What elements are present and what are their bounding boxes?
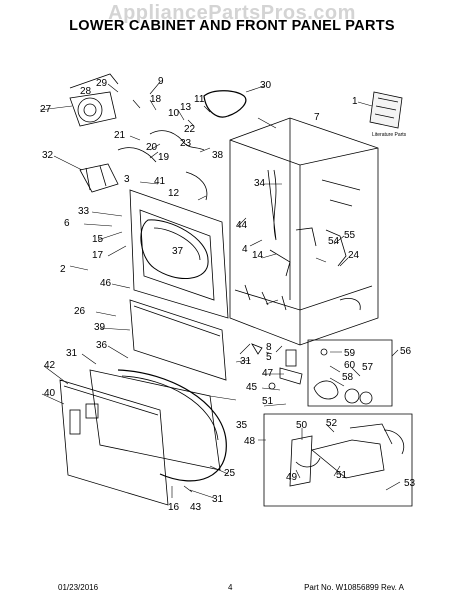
callout-42: 42 xyxy=(44,360,56,371)
callout-54: 54 xyxy=(328,236,340,247)
callout-39: 39 xyxy=(94,322,106,333)
literature-drawing xyxy=(369,91,403,129)
callout-30: 30 xyxy=(260,80,272,91)
callout-48: 48 xyxy=(244,436,256,447)
callout-60: 60 xyxy=(344,360,356,371)
toe-panel-drawing xyxy=(129,299,227,381)
callout-45: 45 xyxy=(246,382,258,393)
callout-6: 6 xyxy=(64,218,70,229)
callout-5: 5 xyxy=(266,352,272,363)
callout-21: 21 xyxy=(114,130,126,141)
callout-24: 24 xyxy=(348,250,360,261)
callout-43: 43 xyxy=(190,502,202,513)
callout-47: 47 xyxy=(262,368,274,379)
callout-31-mid: 31 xyxy=(240,356,252,367)
callout-9: 9 xyxy=(158,76,164,87)
footer-date: 01/23/2016 xyxy=(58,583,99,592)
bracket-drawing xyxy=(79,163,119,193)
callout-23: 23 xyxy=(180,138,192,149)
footer-part-number: Part No. W10856899 Rev. A xyxy=(304,583,404,592)
callout-52: 52 xyxy=(326,418,338,429)
cabinet-drawing xyxy=(229,117,379,346)
callout-22: 22 xyxy=(184,124,196,135)
callout-51-top: 51 xyxy=(262,396,274,407)
callout-17: 17 xyxy=(92,250,104,261)
callout-20: 20 xyxy=(146,142,158,153)
callout-18: 18 xyxy=(150,94,162,105)
callout-34: 34 xyxy=(254,178,266,189)
callout-2: 2 xyxy=(60,264,66,275)
callout-49: 49 xyxy=(286,472,298,483)
callout-31-bottom: 31 xyxy=(212,494,224,505)
motor-drawing xyxy=(69,73,119,127)
callout-41: 41 xyxy=(154,176,166,187)
assembly-box xyxy=(263,413,413,507)
callout-37: 37 xyxy=(172,246,184,257)
callout-26: 26 xyxy=(74,306,86,317)
callout-13: 13 xyxy=(180,102,192,113)
callout-50: 50 xyxy=(296,420,308,431)
door-drawing xyxy=(59,369,227,506)
footer-page-number: 4 xyxy=(228,583,233,592)
callout-57: 57 xyxy=(362,362,374,373)
callout-46: 46 xyxy=(100,278,112,289)
callout-8: 8 xyxy=(266,342,272,353)
callout-15: 15 xyxy=(92,234,104,245)
heater-kit-box xyxy=(307,339,393,407)
callout-51-bottom: 51 xyxy=(336,470,348,481)
callout-32: 32 xyxy=(42,150,54,161)
callout-12: 12 xyxy=(168,188,180,199)
literature-label: Literature Parts xyxy=(372,132,407,138)
callout-58: 58 xyxy=(342,372,354,383)
callout-36: 36 xyxy=(96,340,108,351)
callout-25: 25 xyxy=(224,468,236,479)
page-title: LOWER CABINET AND FRONT PANEL PARTS xyxy=(69,18,395,34)
callout-1: 1 xyxy=(352,96,358,107)
callout-7: 7 xyxy=(314,112,320,123)
watermark: AppliancePartsPros.com xyxy=(108,2,356,24)
callouts: 1 2 3 4 5 6 7 8 9 10 11 12 13 14 15 16 1… xyxy=(40,76,416,513)
harness-drawing xyxy=(117,90,247,201)
callout-55: 55 xyxy=(344,230,356,241)
callout-53: 53 xyxy=(404,478,416,489)
callout-3: 3 xyxy=(124,174,130,185)
callout-59: 59 xyxy=(344,348,356,359)
callout-29: 29 xyxy=(96,78,108,89)
callout-44: 44 xyxy=(236,220,248,231)
callout-28: 28 xyxy=(80,86,92,97)
front-panel-drawing xyxy=(129,189,229,319)
callout-31-top: 31 xyxy=(66,348,78,359)
callout-16: 16 xyxy=(168,502,180,513)
hardware-drawing xyxy=(251,343,303,390)
callout-33: 33 xyxy=(78,206,90,217)
callout-10: 10 xyxy=(168,108,180,119)
callout-27: 27 xyxy=(40,104,52,115)
callout-11: 11 xyxy=(194,94,205,105)
callout-14: 14 xyxy=(252,250,264,261)
callout-4: 4 xyxy=(242,244,248,255)
callout-38: 38 xyxy=(212,150,224,161)
callout-19: 19 xyxy=(158,152,170,163)
callout-35: 35 xyxy=(236,420,248,431)
callout-56: 56 xyxy=(400,346,412,357)
callout-40: 40 xyxy=(44,388,56,399)
